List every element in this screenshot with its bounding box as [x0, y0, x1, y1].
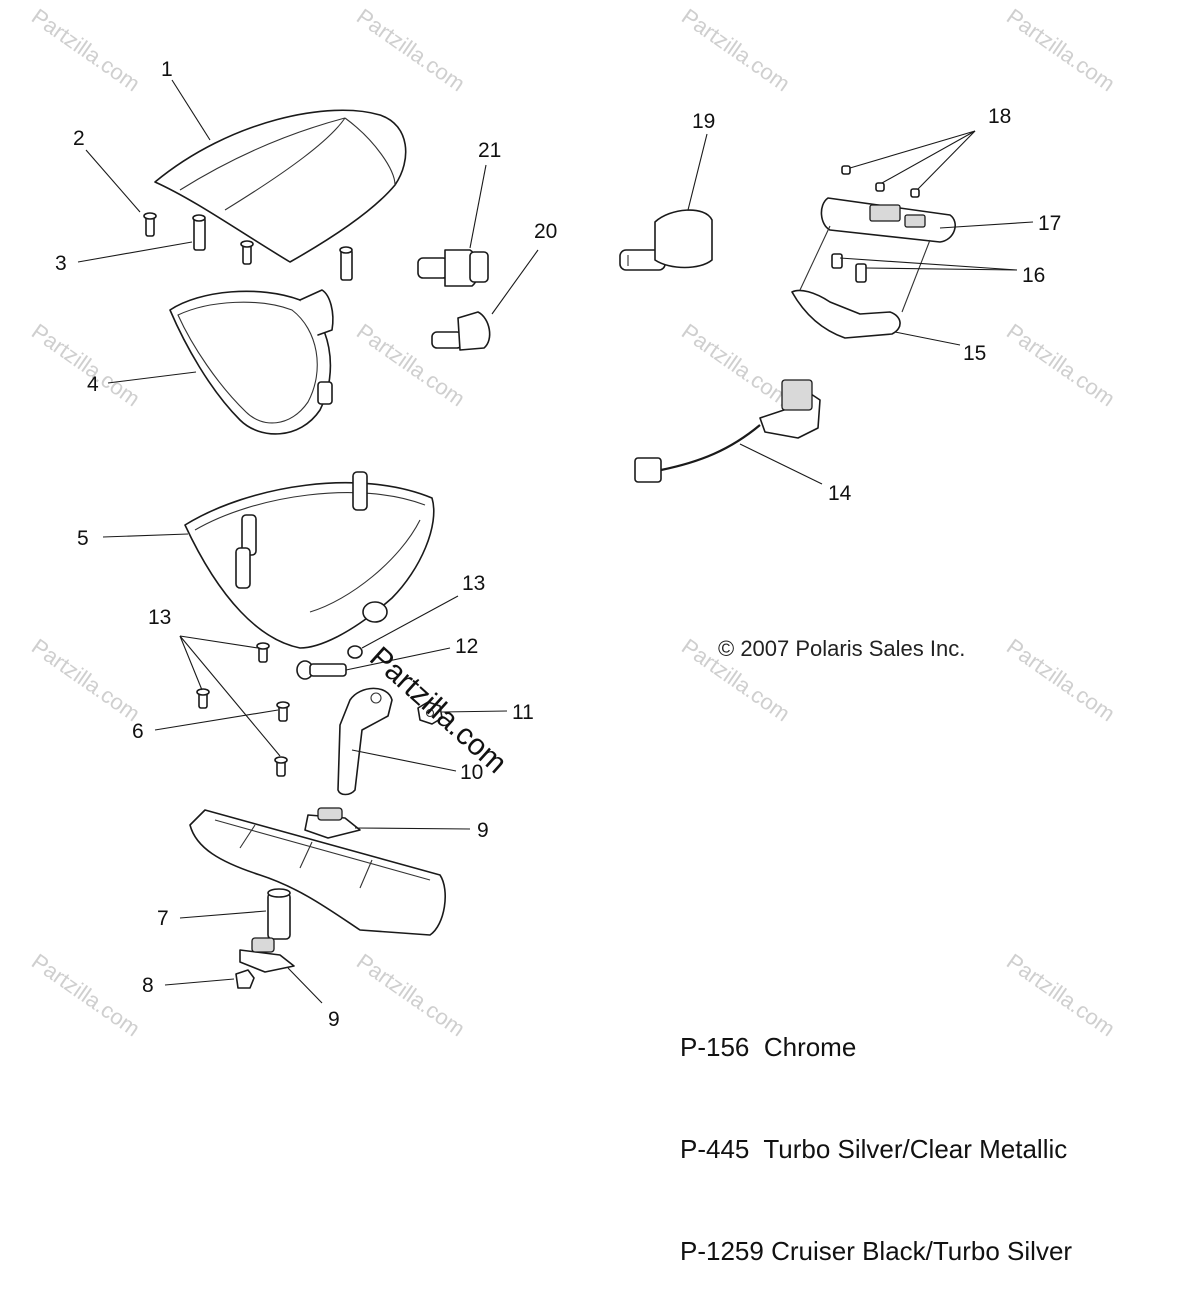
part-5-lower-shroud [184, 471, 435, 649]
callout-12: 12 [455, 635, 478, 658]
callout-13: 13 [462, 572, 485, 595]
callout-labels: 1 2 3 4 5 6 7 8 9 9 10 11 12 13 13 14 15… [55, 58, 1061, 1031]
part-21-bulb-socket [417, 249, 489, 287]
part-12-bolt [296, 660, 347, 680]
callout-7: 7 [157, 907, 169, 930]
part-9-rubber-mount [304, 807, 361, 839]
callout-14: 14 [828, 482, 852, 505]
callout-9: 9 [477, 819, 489, 842]
callout-5: 5 [77, 527, 89, 550]
callout-15: 15 [963, 342, 986, 365]
watermark: Partzilla.com [1002, 634, 1119, 727]
watermark: Partzilla.com [352, 949, 469, 1042]
callout-2: 2 [73, 127, 85, 150]
callout-13: 13 [148, 606, 171, 629]
leader-lines [77, 79, 1034, 1004]
paint-code-item: P-156 Chrome [680, 1032, 857, 1062]
part-19-bulb [619, 209, 713, 271]
callout-6: 6 [132, 720, 144, 743]
paint-code-list: P-156 Chrome P-445 Turbo Silver/Clear Me… [680, 962, 1072, 1302]
callout-11: 11 [512, 701, 534, 724]
watermark: Partzilla.com [1002, 319, 1119, 412]
watermark: Partzilla.com [677, 4, 794, 97]
watermark: Partzilla.com [1002, 4, 1119, 97]
watermark: Partzilla.com [27, 949, 144, 1042]
callout-1: 1 [161, 58, 173, 81]
part-1-headlight-cap [154, 109, 407, 263]
watermark: Partzilla.com [27, 4, 144, 97]
paint-code-item: P-445 Turbo Silver/Clear Metallic [680, 1134, 1068, 1164]
callout-8: 8 [142, 974, 154, 997]
callout-17: 17 [1038, 212, 1061, 235]
part-4-headlight-assembly [169, 289, 334, 435]
callout-16: 16 [1022, 264, 1045, 287]
copyright-notice: © 2007 Polaris Sales Inc. [718, 636, 966, 661]
callout-10: 10 [460, 761, 483, 784]
callout-3: 3 [55, 252, 67, 275]
part-7-spacer [267, 888, 291, 940]
part-10-mounting-arm [337, 687, 393, 796]
watermark: Partzilla.com [27, 634, 144, 727]
part-17-circuit-board [820, 197, 956, 243]
callout-19: 19 [692, 110, 715, 133]
parts-diagram: Partzilla.com Partzilla.com Partzilla.co… [27, 4, 1119, 1042]
watermark: Partzilla.com [352, 4, 469, 97]
part-2-screws [143, 212, 254, 265]
callout-18: 18 [988, 105, 1011, 128]
part-18-nuts [841, 165, 920, 198]
part-11-nut [417, 701, 443, 725]
part-14-wiring-harness [634, 379, 821, 483]
part-20-bulb-socket [431, 311, 491, 351]
watermark: Partzilla.com [27, 319, 144, 412]
part-3-standoffs [192, 214, 353, 281]
callout-21: 21 [478, 139, 501, 162]
part-15-bracket [791, 225, 931, 339]
part-9-rubber-mount-lower [239, 937, 295, 973]
watermark: Partzilla.com [677, 319, 794, 412]
part-16-pins [831, 253, 867, 283]
handlebar-pad [189, 809, 446, 936]
callout-9: 9 [328, 1008, 340, 1031]
paint-code-item: P-1259 Cruiser Black/Turbo Silver [680, 1236, 1073, 1266]
part-13-grommet [347, 645, 363, 659]
callout-4: 4 [87, 373, 99, 396]
part-8-bushing [235, 969, 255, 989]
callout-20: 20 [534, 220, 557, 243]
part-13-screws [196, 642, 290, 777]
